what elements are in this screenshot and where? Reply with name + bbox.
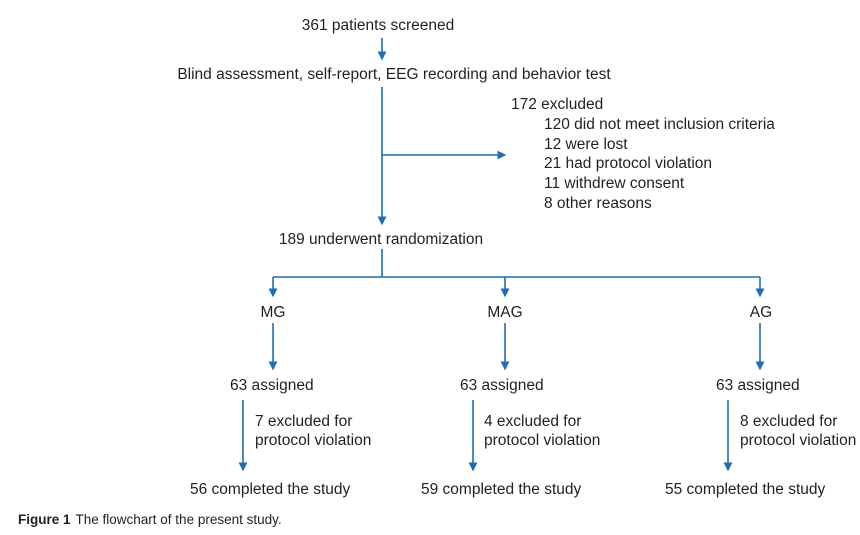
group-label-mag: MAG: [487, 304, 523, 321]
dropout-line: protocol violation: [484, 432, 601, 449]
group-label-ag: AG: [749, 304, 773, 321]
exclusion-item: 8 other reasons: [544, 194, 652, 212]
figure-caption-text: The flowchart of the present study.: [75, 512, 282, 527]
exclusion-items: 120 did not meet inclusion criteria 12 w…: [544, 115, 775, 214]
figure-caption-label: Figure 1: [18, 512, 71, 527]
assigned-node-mg: 63 assigned: [230, 377, 314, 394]
dropout-line: 4 excluded for: [484, 413, 582, 430]
screened-node: 361 patients screened: [301, 17, 455, 34]
dropout-note-ag: 8 excluded for protocol violation: [740, 412, 856, 450]
randomized-node: 189 underwent randomization: [278, 231, 484, 248]
completed-node-ag: 55 completed the study: [665, 481, 826, 498]
exclusion-item: 120 did not meet inclusion criteria: [544, 115, 775, 133]
assigned-node-ag: 63 assigned: [716, 377, 800, 394]
assessment-node: Blind assessment, self-report, EEG recor…: [177, 66, 611, 83]
exclusion-item: 11 withdrew consent: [544, 175, 685, 193]
dropout-line: protocol violation: [740, 432, 857, 449]
group-label-mg: MG: [260, 304, 286, 321]
exclusion-block: 172 excluded 120 did not meet inclusion …: [511, 95, 775, 214]
dropout-note-mg: 7 excluded for protocol violation: [255, 412, 371, 450]
assigned-node-mag: 63 assigned: [460, 377, 544, 394]
completed-node-mg: 56 completed the study: [190, 481, 351, 498]
exclusion-item: 21 had protocol violation: [544, 155, 713, 173]
dropout-line: 7 excluded for: [255, 413, 353, 430]
dropout-line: protocol violation: [255, 432, 372, 449]
completed-node-mag: 59 completed the study: [421, 481, 582, 498]
dropout-line: 8 excluded for: [740, 413, 838, 430]
figure-caption: Figure 1 The flowchart of the present stu…: [18, 512, 282, 527]
dropout-note-mag: 4 excluded for protocol violation: [484, 412, 600, 450]
exclusion-header: 172 excluded: [511, 96, 604, 113]
exclusion-item: 12 were lost: [544, 135, 628, 153]
